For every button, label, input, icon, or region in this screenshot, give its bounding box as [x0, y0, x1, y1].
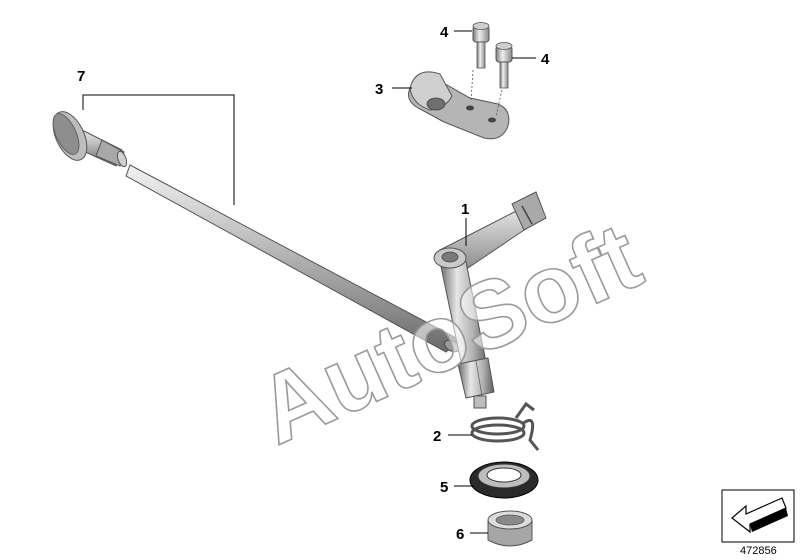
- reference-number: 472856: [740, 545, 777, 557]
- lever-hub-hole: [441, 251, 459, 263]
- bushing: [487, 510, 533, 547]
- bolt-2-guide: [495, 89, 503, 117]
- bracket-clamp-bore: [426, 97, 446, 111]
- lever-clevis-slot: [521, 205, 533, 225]
- bolt-1: [472, 22, 490, 69]
- bracket-hole-2: [488, 117, 496, 123]
- lever-hex-edge: [475, 360, 483, 397]
- bolt-1-head-top: [472, 22, 490, 30]
- spring-leg-2: [514, 401, 535, 419]
- spring: [470, 401, 540, 451]
- leader-lines: [82, 30, 536, 534]
- bracket-hole-1: [466, 105, 474, 111]
- icon-arrow: [731, 497, 787, 534]
- callout-6: 6: [456, 526, 464, 543]
- callout-5: 5: [440, 479, 448, 496]
- lever-tip: [473, 395, 487, 409]
- callout-4a: 4: [440, 24, 449, 41]
- spring-coil-1: [470, 423, 526, 443]
- bolt-1-shank: [476, 39, 486, 69]
- callout-4b: 4: [541, 51, 550, 68]
- callout-3: 3: [375, 81, 383, 98]
- spring-leg: [521, 419, 540, 451]
- lever-hex: [457, 357, 495, 399]
- lever-clevis: [511, 191, 547, 231]
- leader-7: [82, 94, 235, 205]
- seal: [469, 461, 539, 499]
- watermark: AutoSoft: [242, 202, 656, 465]
- rod-collar-face: [116, 150, 128, 168]
- rod: [125, 164, 461, 353]
- rod-head-face: [52, 113, 80, 155]
- bolt-2: [495, 42, 513, 89]
- bolt-2-head-top: [495, 42, 513, 50]
- bracket: [408, 71, 510, 140]
- bolt-1-guide: [470, 69, 474, 103]
- spring-coil-2: [470, 416, 526, 436]
- rod-collar: [95, 139, 125, 167]
- seal-bore: [486, 467, 522, 483]
- callouts: 7 1 3 4 4 2 5 6: [77, 24, 550, 543]
- shift-lever: [433, 191, 547, 409]
- direction-arrow-icon: [721, 489, 795, 543]
- callout-2: 2: [433, 428, 441, 445]
- bushing-bore: [495, 514, 525, 526]
- callout-1: 1: [461, 201, 469, 218]
- rod-assembly: [52, 111, 461, 353]
- callout-7: 7: [77, 68, 85, 85]
- icon-arrow-shadow: [750, 508, 788, 532]
- bolt-2-shank: [499, 59, 509, 89]
